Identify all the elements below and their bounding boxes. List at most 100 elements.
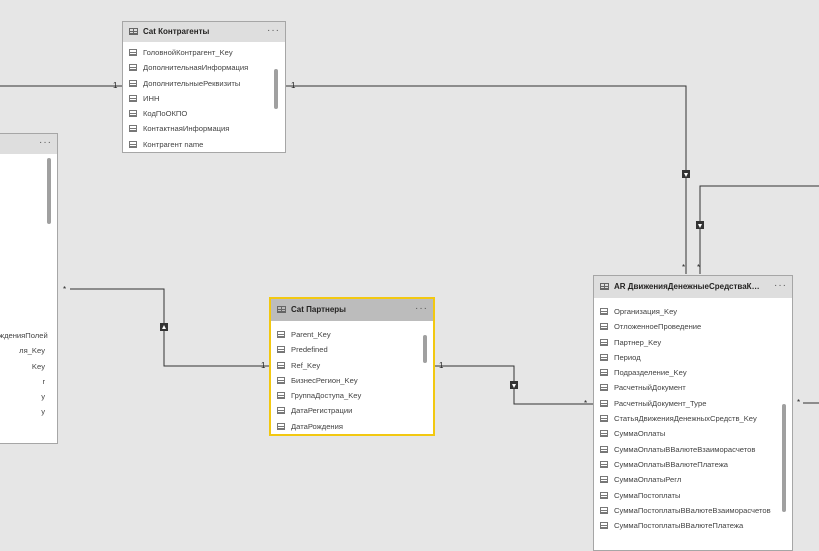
field-item[interactable]: СтатьяДвиженияДенежныхСредств_Key xyxy=(594,411,792,426)
field-icon xyxy=(129,94,137,102)
field-label: Parent_Key xyxy=(291,330,331,339)
field-icon xyxy=(600,476,608,484)
field-list[interactable]: Организация_Key ОтложенноеПроведение Пар… xyxy=(594,298,792,533)
field-item[interactable]: ГоловнойКонтрагент_Key xyxy=(123,45,285,60)
field-icon xyxy=(600,522,608,530)
field-label: РасчетныйДокумент xyxy=(614,383,686,393)
table-title: Cat Контрагенты xyxy=(143,27,210,36)
table-card-partners[interactable]: Cat Партнеры ··· Parent_Key Predefined R… xyxy=(269,297,435,436)
field-label: y xyxy=(41,392,45,402)
filter-direction-arrow-agents-ar[interactable] xyxy=(682,170,690,178)
field-icon xyxy=(600,399,608,407)
field-list[interactable]: ГоловнойКонтрагент_Key ДополнительнаяИнф… xyxy=(123,42,285,152)
field-item[interactable]: ДополнительныеРеквизиты xyxy=(123,76,285,91)
cardinality-label: * xyxy=(584,399,588,408)
field-item[interactable]: СуммаПостоплаты xyxy=(594,488,792,503)
table-title: AR ДвиженияДенежныеСредстваКон... xyxy=(614,282,762,291)
field-item[interactable]: СуммаОплатыРегл xyxy=(594,472,792,487)
table-card-left[interactable]: ··· жденияПолей ля_Key Key r y y xyxy=(0,133,58,444)
field-label: жденияПолей xyxy=(0,331,48,340)
field-item[interactable]: РасчетныйДокумент_Type xyxy=(594,396,792,411)
field-item[interactable]: y xyxy=(0,404,45,419)
field-icon xyxy=(600,460,608,468)
field-list[interactable]: жденияПолей ля_Key Key r y y xyxy=(0,328,48,420)
field-item[interactable]: Контрагент name xyxy=(123,137,285,152)
field-item[interactable]: СуммаОплатыВВалютеВзаиморасчетов xyxy=(594,442,792,457)
field-icon xyxy=(129,49,137,56)
field-item[interactable]: ДополнительнаяИнформация xyxy=(123,60,285,75)
table-card-header[interactable]: AR ДвиженияДенежныеСредстваКон... ··· xyxy=(594,276,792,298)
field-item[interactable]: жденияПолей xyxy=(0,328,48,343)
field-label: СуммаПостоплаты xyxy=(614,490,681,500)
field-icon xyxy=(600,353,608,361)
field-item[interactable]: СуммаПостоплатыВВалютеПлатежа xyxy=(594,518,792,533)
field-item[interactable]: Партнер_Key xyxy=(594,335,792,350)
field-icon xyxy=(277,376,285,384)
field-item[interactable]: r xyxy=(0,374,45,389)
field-label: Predefined xyxy=(291,345,328,355)
more-options-icon[interactable]: ··· xyxy=(267,25,280,36)
field-item[interactable]: СуммаПостоплатыВВалютеВзаиморасчетов xyxy=(594,503,792,518)
table-card-ar[interactable]: AR ДвиженияДенежныеСредстваКон... ··· Ор… xyxy=(593,275,793,551)
field-list[interactable]: Parent_Key Predefined Ref_Key БизнесРеги… xyxy=(271,321,433,434)
filter-direction-arrow-right-ar[interactable] xyxy=(696,221,704,229)
field-item[interactable]: ДатаРождения xyxy=(271,419,433,434)
field-item[interactable]: Predefined xyxy=(271,342,433,357)
field-icon xyxy=(600,369,608,377)
cardinality-label: 1 xyxy=(261,361,266,370)
table-card-agents[interactable]: Cat Контрагенты ··· ГоловнойКонтрагент_K… xyxy=(122,21,286,153)
scrollbar-thumb[interactable] xyxy=(782,404,786,512)
more-options-icon[interactable]: ··· xyxy=(39,137,52,148)
field-item[interactable]: Период xyxy=(594,350,792,365)
field-icon xyxy=(600,491,608,499)
field-icon xyxy=(129,140,137,148)
field-label: ДополнительныеРеквизиты xyxy=(143,78,241,88)
field-icon xyxy=(600,415,608,423)
field-item[interactable]: КонтактнаяИнформация xyxy=(123,121,285,136)
cardinality-label: * xyxy=(797,398,801,407)
filter-direction-arrow-left-partners[interactable] xyxy=(160,323,168,331)
table-card-header[interactable]: ··· xyxy=(0,134,57,154)
field-item[interactable]: КодПоОКПО xyxy=(123,106,285,121)
field-item[interactable]: РасчетныйДокумент xyxy=(594,380,792,395)
field-item[interactable]: СуммаОплаты xyxy=(594,426,792,441)
cardinality-label: * xyxy=(63,285,67,294)
field-item[interactable]: Ref_Key xyxy=(271,358,433,373)
scrollbar-thumb[interactable] xyxy=(274,69,278,109)
field-item[interactable]: Parent_Key xyxy=(271,327,433,342)
field-icon xyxy=(277,422,285,430)
field-item[interactable]: ДатаРегистрации xyxy=(271,403,433,418)
field-icon xyxy=(600,430,608,438)
field-item[interactable]: Подразделение_Key xyxy=(594,365,792,380)
field-item[interactable]: ля_Key xyxy=(0,343,45,358)
field-icon xyxy=(600,338,608,346)
field-icon xyxy=(277,331,285,338)
field-item[interactable]: ГруппаДоступа_Key xyxy=(271,388,433,403)
field-item[interactable]: СуммаОплатыВВалютеПлатежа xyxy=(594,457,792,472)
field-icon xyxy=(277,361,285,369)
scrollbar-thumb[interactable] xyxy=(47,158,51,224)
table-card-header[interactable]: Cat Контрагенты ··· xyxy=(123,22,285,42)
field-label: СуммаОплатыРегл xyxy=(614,475,682,485)
more-options-icon[interactable]: ··· xyxy=(774,280,787,291)
filter-direction-arrow-partners-ar[interactable] xyxy=(510,381,518,389)
relationship-line-left-partners xyxy=(70,288,270,367)
field-label: СуммаОплатыВВалютеПлатежа xyxy=(614,459,729,469)
field-item[interactable]: ОтложенноеПроведение xyxy=(594,319,792,334)
table-icon xyxy=(129,28,138,35)
relationship-line-right-ar xyxy=(699,185,819,274)
field-label: ДатаРегистрации xyxy=(291,406,353,416)
scrollbar-thumb[interactable] xyxy=(423,335,427,363)
cardinality-label: * xyxy=(682,263,686,272)
more-options-icon[interactable]: ··· xyxy=(415,303,428,314)
field-label: КодПоОКПО xyxy=(143,109,188,119)
field-label: ГруппаДоступа_Key xyxy=(291,391,362,401)
field-item[interactable]: ИНН xyxy=(123,91,285,106)
field-item[interactable]: БизнесРегион_Key xyxy=(271,373,433,388)
field-label: Период xyxy=(614,352,641,362)
field-item[interactable]: y xyxy=(0,389,45,404)
field-item[interactable]: Организация_Key xyxy=(594,304,792,319)
field-item[interactable]: Key xyxy=(0,359,45,374)
table-card-header[interactable]: Cat Партнеры ··· xyxy=(271,299,433,321)
